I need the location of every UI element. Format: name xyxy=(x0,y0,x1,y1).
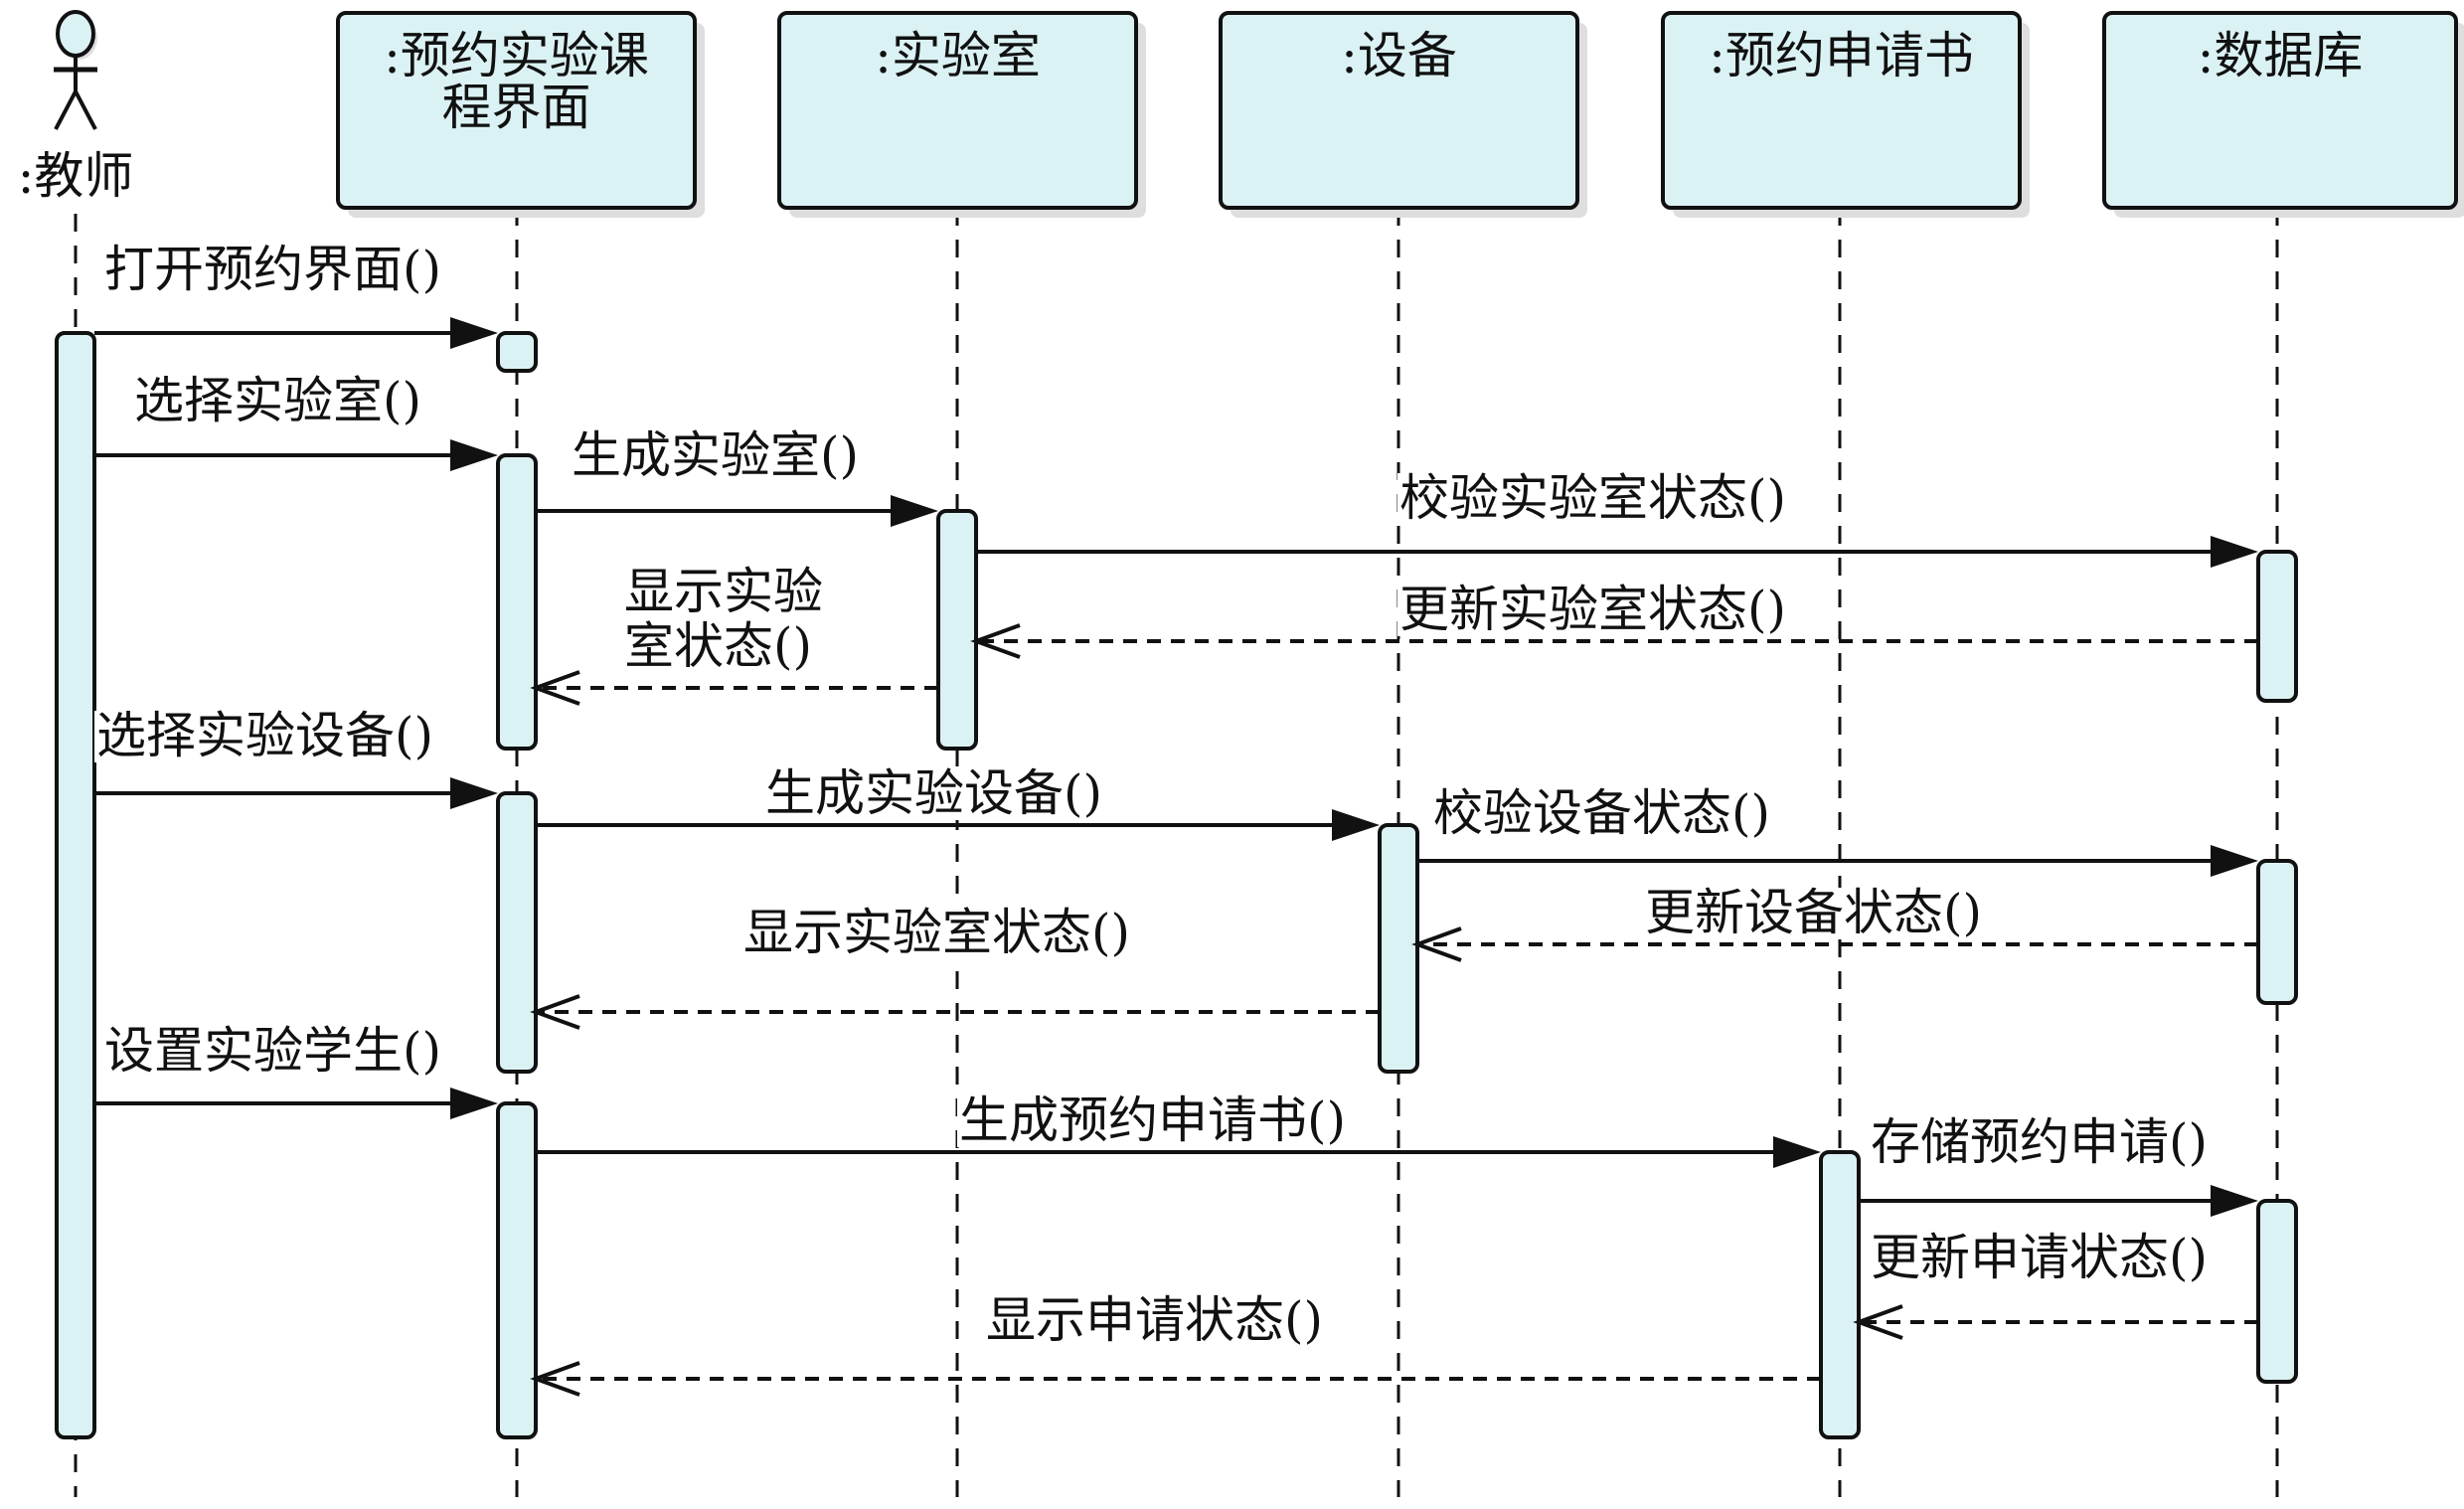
message-label: 更新设备状态() xyxy=(1645,884,1982,941)
participant-box xyxy=(1219,11,1579,210)
participant-application[interactable]: :预约申请书 xyxy=(1661,11,2030,218)
actor-label: :教师 xyxy=(18,147,134,205)
label-background xyxy=(94,711,436,762)
message-call[interactable]: 生成实验室() xyxy=(536,426,938,527)
label-background xyxy=(132,376,424,427)
message-call[interactable]: 存储预约申请() xyxy=(1859,1113,2258,1217)
label-background xyxy=(570,430,862,482)
label-background xyxy=(1397,585,1789,636)
arrowhead-filled-icon xyxy=(450,439,498,471)
message-label: 生成预约申请书() xyxy=(959,1091,1346,1149)
arrowhead-open-icon xyxy=(1411,926,1462,962)
message-return[interactable]: 更新实验室状态() xyxy=(970,581,2258,659)
message-label: 选择实验设备() xyxy=(96,707,433,764)
message-label: 显示申请状态() xyxy=(986,1291,1323,1349)
activation-ui xyxy=(496,453,538,751)
message-call[interactable]: 校验实验室状态() xyxy=(976,469,2258,568)
activation-db xyxy=(2256,1199,2298,1384)
label-background xyxy=(622,621,815,673)
activation-ui xyxy=(496,331,538,373)
message-call[interactable]: 生成预约申请书() xyxy=(536,1091,1821,1168)
arrowhead-open-icon xyxy=(1853,1304,1903,1340)
message-label: 生成实验室() xyxy=(572,426,859,484)
label-background xyxy=(1869,1233,2211,1284)
actor-teacher[interactable]: :教师 xyxy=(18,10,134,205)
message-call[interactable]: 生成实验设备() xyxy=(536,764,1380,841)
participant-box xyxy=(336,11,697,210)
participant-box xyxy=(1661,11,2022,210)
participant-label: 程界面 xyxy=(442,79,591,136)
arrowhead-open-icon xyxy=(530,994,580,1030)
participant-label: :预约申请书 xyxy=(1709,27,1974,84)
message-call[interactable]: 设置实验学生() xyxy=(94,1022,498,1119)
activation-ui xyxy=(496,1101,538,1439)
message-label: 打开预约界面() xyxy=(104,241,441,298)
label-background xyxy=(102,1026,444,1078)
message-label: 生成实验设备() xyxy=(765,764,1102,822)
activation-bars xyxy=(55,331,2298,1439)
messages: 打开预约界面() 选择实验室() 生成实验室() 校验实验室状态() 更新实验室状态()… xyxy=(94,241,2258,1397)
activation-application xyxy=(1819,1150,1861,1439)
activation-ui xyxy=(496,791,538,1074)
label-background xyxy=(1869,1117,2211,1169)
message-return[interactable]: 显示申请状态() xyxy=(530,1291,1821,1397)
arrowhead-filled-icon xyxy=(2211,845,2258,877)
message-label: 更新实验室状态() xyxy=(1399,581,1786,638)
activation-db xyxy=(2256,550,2298,703)
label-background xyxy=(1431,788,1773,840)
message-call[interactable]: 校验设备状态() xyxy=(1417,784,2258,877)
message-label: 显示实验 xyxy=(624,563,823,620)
arrowhead-filled-icon xyxy=(2211,1185,2258,1217)
participant-box xyxy=(777,11,1138,210)
arrowhead-open-icon xyxy=(970,623,1021,659)
message-call[interactable]: 选择实验设备() xyxy=(94,707,498,809)
message-label: 选择实验室() xyxy=(134,372,421,429)
arrowhead-filled-icon xyxy=(1773,1136,1821,1168)
label-background xyxy=(957,1095,1349,1147)
activation-lab xyxy=(936,509,978,751)
message-return[interactable]: 显示实验室状态() xyxy=(530,904,1380,1030)
participant-label: :设备 xyxy=(1341,27,1457,84)
message-label: 存储预约申请() xyxy=(1871,1113,2208,1171)
arrowhead-open-icon xyxy=(530,1361,580,1397)
arrowhead-filled-icon xyxy=(450,1088,498,1119)
arrowhead-filled-icon xyxy=(450,777,498,809)
message-label: 校验设备状态() xyxy=(1433,784,1770,842)
label-background xyxy=(102,245,444,296)
message-call[interactable]: 选择实验室() xyxy=(94,372,498,471)
arrowhead-open-icon xyxy=(530,670,580,706)
message-label: 显示实验室状态() xyxy=(743,904,1130,961)
actor-icon xyxy=(54,10,97,130)
label-background xyxy=(1643,888,1985,939)
message-label: 更新申请状态() xyxy=(1871,1229,2208,1286)
label-background xyxy=(1397,473,1789,525)
activation-teacher xyxy=(55,331,96,1439)
label-background xyxy=(984,1295,1326,1347)
arrowhead-filled-icon xyxy=(450,317,498,349)
label-background xyxy=(622,567,825,618)
message-label: 室状态() xyxy=(624,617,812,675)
label-background xyxy=(763,768,1105,820)
activation-db xyxy=(2256,859,2298,1005)
participant-box xyxy=(2102,11,2458,210)
label-background xyxy=(741,908,1133,959)
message-return[interactable]: 更新设备状态() xyxy=(1411,884,2258,962)
arrowhead-filled-icon xyxy=(1332,809,1380,841)
message-return[interactable]: 显示实验室状态() xyxy=(530,563,938,706)
participant-device[interactable]: :设备 xyxy=(1219,11,1587,218)
message-call[interactable]: 打开预约界面() xyxy=(94,241,498,349)
message-label: 校验实验室状态() xyxy=(1399,469,1786,527)
participant-label: :数据库 xyxy=(2198,27,2364,84)
message-return[interactable]: 更新申请状态() xyxy=(1853,1229,2258,1340)
participant-lab[interactable]: :实验室 xyxy=(777,11,1146,218)
participant-db[interactable]: :数据库 xyxy=(2102,11,2464,218)
activation-device xyxy=(1378,823,1419,1074)
message-label: 设置实验学生() xyxy=(104,1022,441,1080)
participant-label: :预约实验课 xyxy=(384,27,649,84)
arrowhead-filled-icon xyxy=(2211,536,2258,568)
arrowhead-filled-icon xyxy=(891,495,938,527)
participant-label: :实验室 xyxy=(875,27,1041,84)
